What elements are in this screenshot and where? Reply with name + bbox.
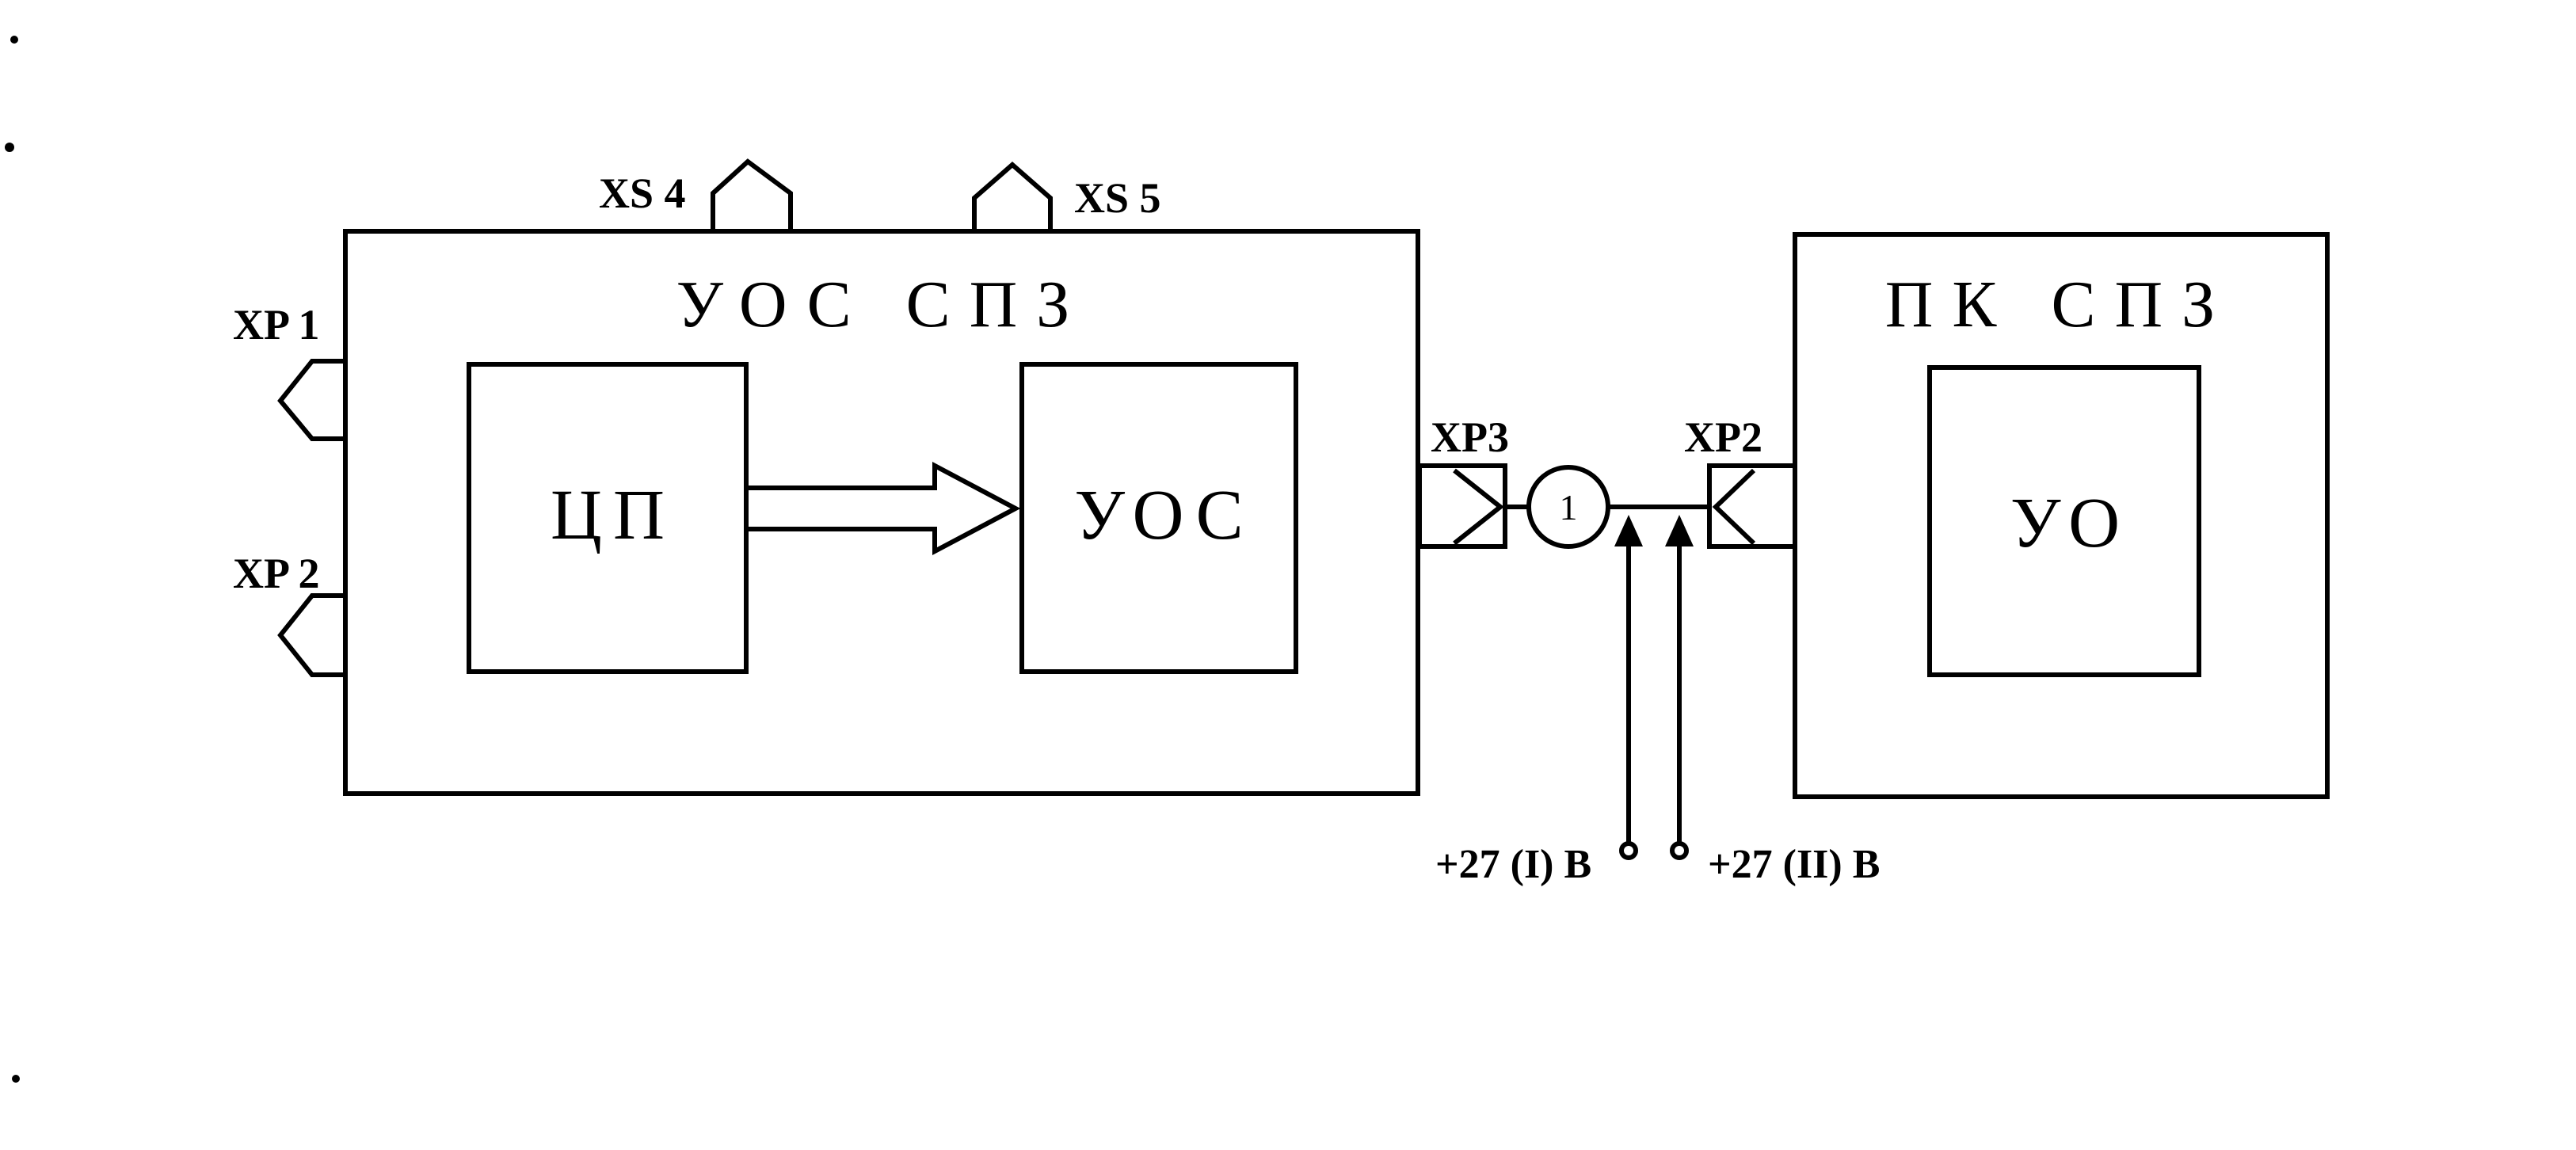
pk-spz-title: ПК СПЗ xyxy=(1885,268,2234,341)
xp2-left-connector-icon xyxy=(277,593,345,677)
power-terminal-1 xyxy=(1619,841,1638,860)
xp2-right-connector-icon xyxy=(1707,463,1797,549)
uo-block xyxy=(1927,365,2201,677)
xs5-label: XS 5 xyxy=(1074,174,1161,222)
uo-label: УО xyxy=(2010,484,2131,562)
power-arrow-1 xyxy=(1614,515,1643,546)
power-label-2: +27 (II) B xyxy=(1708,842,1880,887)
cable-marker-label: 1 xyxy=(1560,487,1578,527)
xp2-right-label: XP2 xyxy=(1684,413,1762,461)
xp2-left-label: XP 2 xyxy=(233,550,320,597)
cp-label: ЦП xyxy=(551,476,676,554)
xp1-label: XP 1 xyxy=(233,301,320,348)
scan-speck xyxy=(10,36,18,44)
uos-label: УОС xyxy=(1074,476,1254,554)
xp1-connector-icon xyxy=(277,359,345,441)
uos-block xyxy=(1019,362,1298,674)
power-label-1: +27 (I) B xyxy=(1435,842,1591,887)
power-arrow-2 xyxy=(1665,515,1694,546)
xs5-connector-icon xyxy=(972,162,1053,231)
xp3-label: XP3 xyxy=(1431,413,1509,461)
scan-speck xyxy=(12,1075,20,1083)
data-flow-arrow xyxy=(746,462,1021,555)
power-terminal-2 xyxy=(1670,841,1689,860)
xs4-connector-icon xyxy=(711,158,793,231)
cp-block xyxy=(467,362,749,674)
scan-speck xyxy=(5,143,14,152)
xs4-label: XS 4 xyxy=(599,169,686,217)
uos-spz-title: УОС СПЗ xyxy=(676,268,1089,341)
